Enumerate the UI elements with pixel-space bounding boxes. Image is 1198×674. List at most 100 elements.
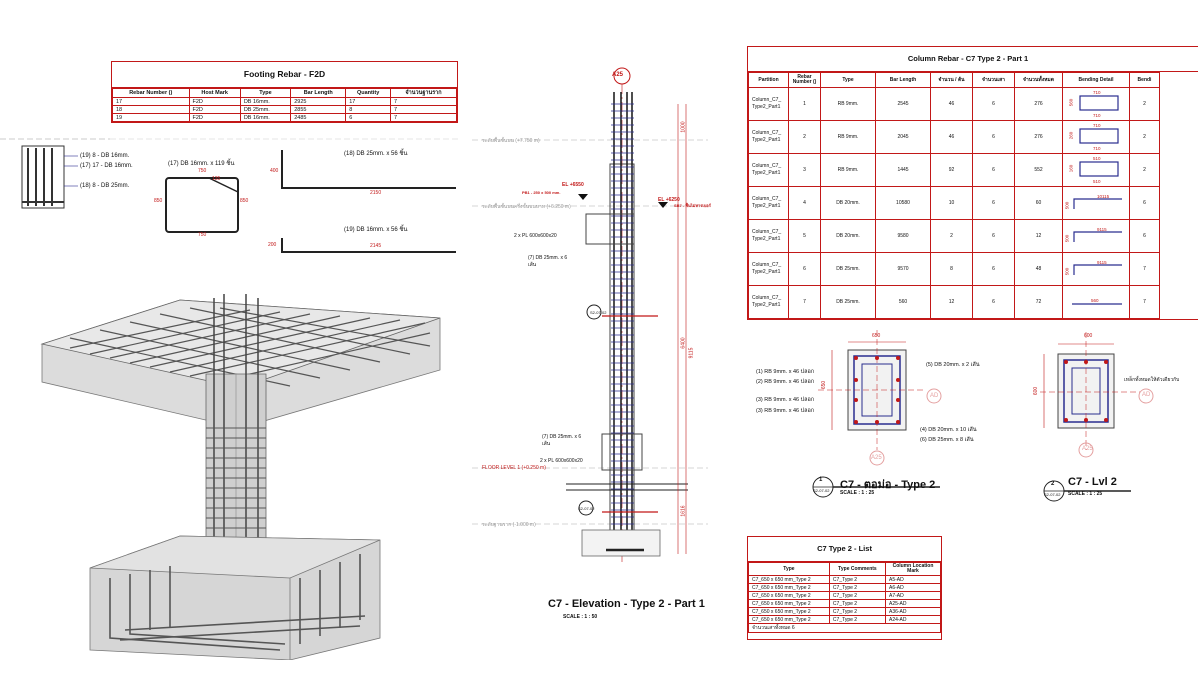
cell: RB 9mm. [820,120,876,154]
dim-label: 600 [1033,386,1040,396]
cell: 48 [1014,252,1063,286]
cell: 8 [345,105,391,114]
bending-detail-cell: 710 260 710 [1062,120,1130,154]
cell: C7_Type 2 [828,615,887,624]
bar19-label: (19) DB 16mm. x 56 ชิ้น [344,227,408,233]
col-header: Quantity [345,88,391,98]
cell: C7_650 x 650 mm_Type 2 [748,607,830,616]
cell: 6 [972,285,1015,319]
column-rebar-schedule: Column Rebar - C7 Type 2 - Part 1 Partit… [747,46,1198,320]
bending-shape [1073,198,1122,209]
cell: C7_Type 2 [828,583,887,592]
cell: C7_Type 2 [828,607,887,616]
footing-schedule-title: Footing Rebar - F2D [112,62,457,88]
bend-dim-label: 260 [1068,131,1074,140]
cell: 552 [1014,153,1063,187]
plate-note: 2 x PL 600x600x20 [540,458,583,464]
cell: 72 [1014,285,1063,319]
grid-label-ad: AD [930,393,939,399]
col-header: Type [239,88,292,98]
cell: 17 [345,97,391,106]
stirrup-label: (17) DB 16mm. x 119 ชิ้น [168,161,235,167]
dim-label: 6400 [680,337,687,349]
cell: C7_Type 2 [828,599,887,608]
cell: 17 [112,97,190,106]
cell: 276 [1014,87,1063,121]
rebar-note: (7) DB 25mm. x 6 เส้น [528,255,568,268]
cell: Column_C7_ Type2_Part1 [748,87,789,121]
cell: 2855 [290,105,347,114]
cell: C7_Type 2 [828,591,887,600]
bend-dim-label: 710 [1093,146,1101,151]
cell: 10 [930,186,973,220]
section-sheet: S2-07-02 [1044,492,1061,497]
cell: 6 [972,252,1015,286]
cell: Column_C7_ Type2_Part1 [748,252,789,286]
cell: 8 [930,252,973,286]
col-header: Partition [748,72,789,88]
dim-label: 850 [154,198,163,204]
bar18-label: (18) DB 25mm. x 56 ชิ้น [344,151,408,157]
bend-dim-label: 710 [1093,123,1101,128]
section-left-label: (2) RB 9mm. x 46 ปลอก [756,379,815,385]
cell: 6 [972,219,1015,253]
grid-label-ad: AD [1142,392,1151,398]
cell: 7 [390,105,457,114]
column-schedule-title: Column Rebar - C7 Type 2 - Part 1 [748,47,1198,72]
cell: 1 [788,87,821,121]
cell: Column_C7_ Type2_Part1 [748,120,789,154]
section-sheet-ref: S2-07-02 [590,310,607,315]
cell: DB 16mm. [239,113,292,122]
cell: 1445 [875,153,931,187]
cell: 7 [390,113,457,122]
cell: 2 [930,219,973,253]
beam-el-label: EL +6550 [562,182,584,188]
section-number: 2 [1051,481,1055,487]
cell: RB 9mm. [820,153,876,187]
section-2-scale: SCALE : 1 : 25 [1068,491,1103,497]
section-sheet: S2-07-02 [813,488,830,493]
section-sheet-ref: S2-07-02 [578,506,595,511]
cell: 2485 [290,113,347,122]
cell: A25-AD [885,599,941,608]
section-right-label: (4) DB 20mm. x 10 เส้น [920,427,977,433]
elevation-scale: SCALE : 1 : 50 [563,614,598,620]
bending-shape [1073,231,1122,242]
bend-dim-label: 500 [1064,201,1070,210]
cell: 3 [788,153,821,187]
section-1-drawing [818,330,942,466]
bending-shape [1079,95,1119,111]
level-label: FLOOR LEVEL 1 (+0.250 m) [482,465,546,471]
cell: 92 [930,153,973,187]
section-1-title-bubble [812,476,940,498]
col-header: Rebar Number () [788,72,821,88]
cell: C7_650 x 650 mm_Type 2 [748,591,830,600]
bend-dim-label: 710 [1093,113,1101,118]
cell: DB 25mm. [239,105,292,114]
cell: 6 [1129,186,1160,220]
cell: Column_C7_ Type2_Part1 [748,186,789,220]
cell: 6 [788,252,821,286]
cell: 6 [1129,219,1160,253]
cell: 7 [1129,252,1160,286]
cell: 2925 [290,97,347,106]
col-header: จำนวนทั้งหมด [1014,72,1063,88]
col-header: Host Mark [188,88,241,98]
col-header: Type [748,562,830,576]
dim-label: 9115 [688,347,695,359]
cell: 2045 [875,120,931,154]
dim-label: 2145 [370,243,382,249]
table-row: 18 F2D DB 25mm. 2855 8 7 [112,105,457,114]
col-header: Bar Length [290,88,347,98]
cell: 19 [112,113,190,122]
dim-label: 750 [198,168,207,174]
section-2-title-bubble [1043,480,1131,502]
